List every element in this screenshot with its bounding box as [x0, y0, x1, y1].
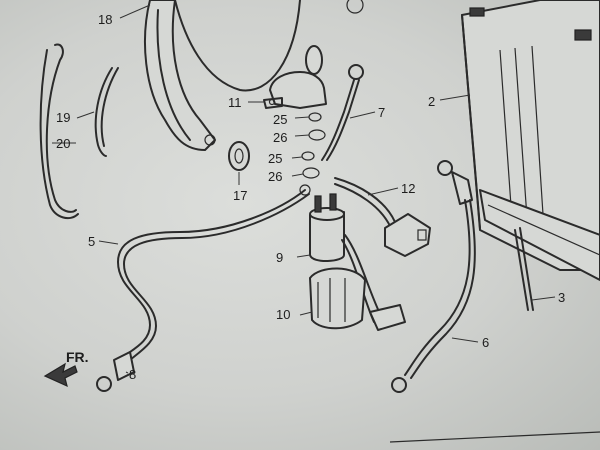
washers-25-26: [301, 112, 326, 179]
callout-25-lower: 25: [268, 151, 282, 166]
part-9-starter-relay: [309, 193, 406, 331]
part-19-bracket: [94, 67, 119, 157]
part-17-grommet: [228, 141, 250, 171]
callout-9: 9: [276, 250, 283, 265]
callout-25-upper: 25: [273, 112, 287, 127]
callout-7: 7: [378, 105, 385, 120]
callout-6: 6: [482, 335, 489, 350]
callout-17: 17: [233, 188, 247, 203]
callout-8: 8: [129, 367, 136, 382]
part-10-relay-holder: [309, 267, 366, 330]
callout-3: 3: [558, 290, 565, 305]
callout-10: 10: [276, 307, 290, 322]
part-7-cable: [321, 64, 364, 161]
callout-2: 2: [428, 94, 435, 109]
callout-numbers: 18 11 25 26 25 26 7 2 12 19 20 17 5 9 10…: [56, 12, 565, 382]
front-direction-arrow: FR.: [43, 349, 89, 388]
callout-12: 12: [401, 181, 415, 196]
callout-20: 20: [56, 136, 70, 151]
part-20-rubber-band: [39, 43, 79, 220]
part-6-cable: [391, 160, 476, 393]
callout-26-upper: 26: [273, 130, 287, 145]
part-18-fender: [144, 0, 364, 151]
part-12-wire: [334, 177, 431, 257]
callout-5: 5: [88, 234, 95, 249]
callout-19: 19: [56, 110, 70, 125]
leader-lines: [52, 4, 556, 374]
direction-label: FR.: [66, 349, 89, 365]
part-11-terminal-cover: [263, 45, 327, 109]
page-rule-line: [389, 431, 600, 443]
callout-11: 11: [228, 95, 242, 110]
callout-26-lower: 26: [268, 169, 282, 184]
part-3-battery-tray: [479, 189, 600, 311]
callout-18: 18: [98, 12, 112, 27]
part-5-cable: [96, 184, 311, 392]
